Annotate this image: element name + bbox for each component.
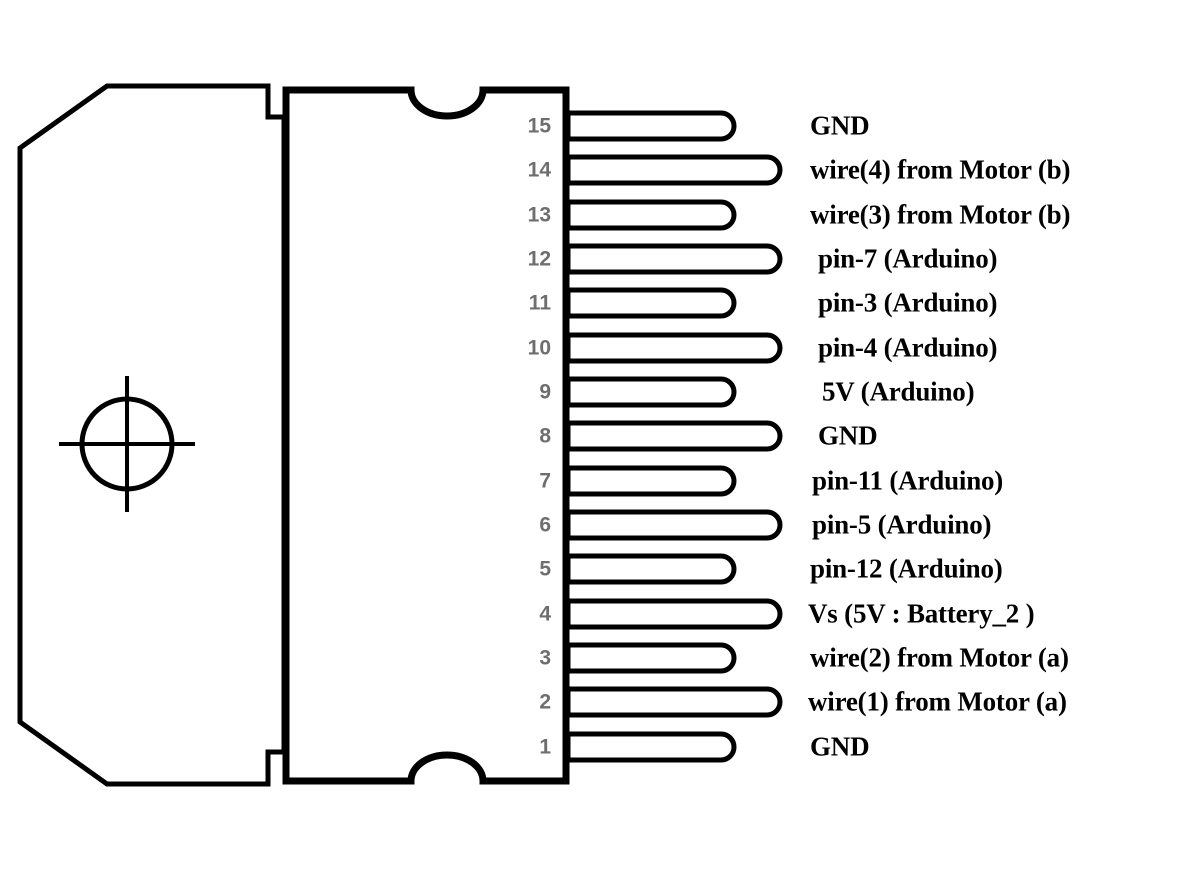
pin-label: wire(2) from Motor (a) — [810, 642, 1069, 673]
pin-number: 5 — [539, 558, 551, 581]
pin-lead — [565, 376, 737, 408]
pin-label: wire(4) from Motor (b) — [810, 154, 1071, 185]
pin-number: 14 — [528, 159, 552, 182]
pins-group: 15 14 13 12 11 10 9 8 7 6 5 4 3 2 1 — [528, 110, 783, 763]
pin-label: GND — [810, 731, 870, 762]
pin-label: wire(3) from Motor (b) — [810, 199, 1071, 230]
pin-lead — [565, 642, 737, 674]
pin-label: pin-3 (Arduino) — [818, 287, 998, 318]
pin-number: 1 — [539, 736, 551, 759]
pin-number: 12 — [528, 248, 551, 271]
pin-lead — [565, 686, 783, 718]
pin-number: 4 — [539, 603, 551, 626]
ic-body-outline — [282, 86, 570, 785]
pin-number: 2 — [539, 691, 551, 714]
pin-lead — [565, 199, 737, 231]
mounting-hole-group — [59, 376, 195, 512]
pin-label: pin-5 (Arduino) — [812, 509, 992, 540]
pin-label: pin-11 (Arduino) — [812, 465, 1004, 496]
pin-number: 8 — [539, 425, 551, 448]
pin-number: 6 — [539, 514, 551, 537]
pin-number: 7 — [539, 470, 551, 493]
pin-lead — [565, 287, 737, 319]
pin-lead — [565, 420, 783, 452]
pin-lead — [565, 154, 783, 186]
pin-number: 3 — [539, 647, 551, 670]
pin-label: GND — [810, 110, 870, 141]
pin-lead — [565, 243, 783, 275]
pin-label: GND — [818, 420, 878, 451]
pin-label: pin-12 (Arduino) — [810, 553, 1003, 584]
pin-label: Vs (5V : Battery_2 ) — [808, 598, 1035, 629]
pin-lead — [565, 731, 737, 763]
pin-lead — [565, 465, 737, 497]
pin-number: 15 — [528, 115, 552, 138]
pin-lead — [565, 553, 737, 585]
pin-label: pin-4 (Arduino) — [818, 332, 998, 363]
pin-number: 10 — [528, 337, 551, 360]
pin-lead — [565, 598, 783, 630]
pin-number: 13 — [528, 204, 551, 227]
pin-label: 5V (Arduino) — [822, 376, 975, 407]
pin-label: pin-7 (Arduino) — [818, 243, 998, 274]
pin-lead — [565, 509, 783, 541]
pin-label: wire(1) from Motor (a) — [808, 686, 1067, 717]
pin-lead — [565, 332, 783, 364]
pin-lead — [565, 110, 737, 142]
pin-number: 9 — [539, 381, 551, 404]
pin-number: 11 — [529, 292, 552, 315]
